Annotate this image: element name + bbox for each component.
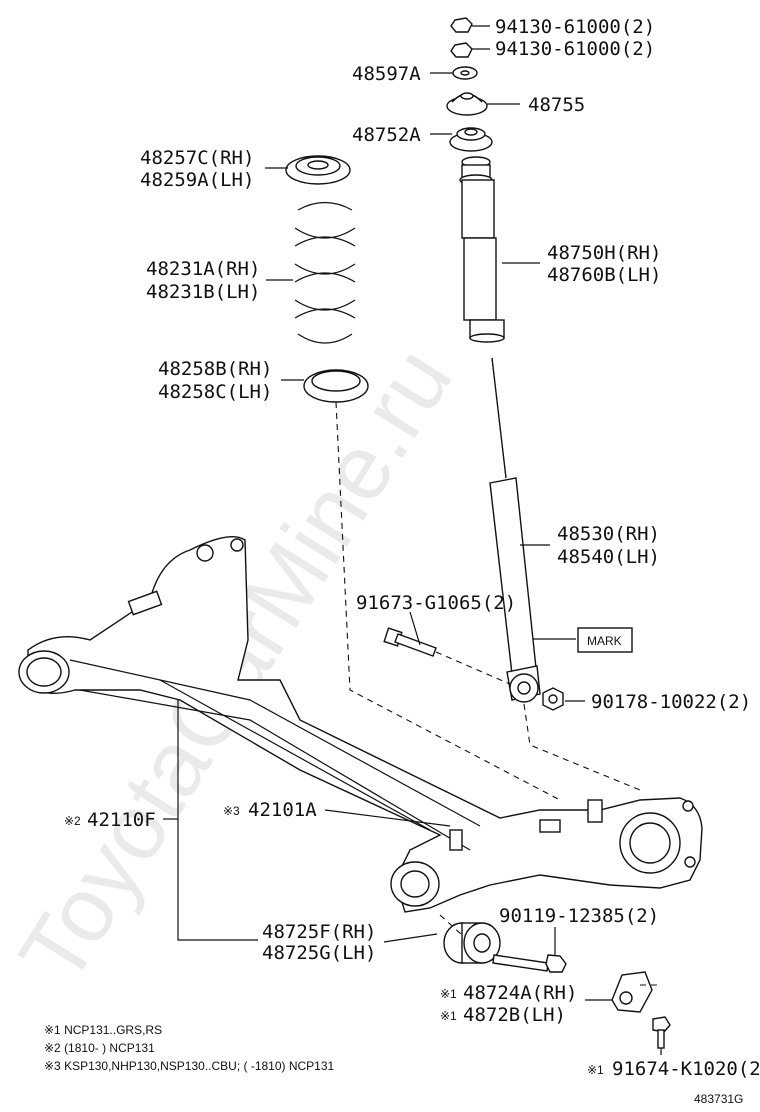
height-sensor-bracket [585,971,671,1055]
label-absorber-lh: 48540(LH) [557,546,660,568]
label-spring-lh: 48231B(LH) [146,281,260,303]
mark-box [577,627,633,653]
label-nut-top-2: 94130-61000(2) [495,38,655,60]
label-bracket-lh: 4872B(LH) [463,1004,566,1026]
rear-axle-beam [18,536,703,941]
label-upper-seat-rh: 48257C(RH) [140,147,254,169]
note-3: ※3 KSP130,NHP130,NSP130..CBU; ( -1810) N… [44,1059,335,1073]
label-bracket-mark-2: ※1 [440,1009,457,1023]
label-lower-seat-rh: 48258B(RH) [158,358,272,380]
washer [430,66,478,80]
label-upper-seat-lh: 48259A(LH) [140,169,254,191]
cushion [446,92,520,116]
label-axle-mark: ※3 [223,804,240,818]
nut-top-2 [450,42,490,58]
mark-label: MARK [587,634,622,648]
label-support: 48752A [352,124,421,146]
label-washer: 48597A [352,63,421,85]
figure-code: 483731G [694,1092,743,1106]
label-nut-top-1: 94130-61000(2) [495,16,655,38]
label-bush-bolt: 90119-12385(2) [499,905,659,927]
label-bumper-rh: 48750H(RH) [547,242,661,264]
label-axle: 42101A [248,799,317,821]
label-beam-mark: ※2 [64,814,81,828]
bushing-bolt [492,927,567,973]
label-bracket-mark-1: ※1 [440,987,457,1001]
upper-spring-seat [265,155,351,185]
lower-spring-seat [281,369,369,403]
label-bracket-rh: 48724A(RH) [463,982,577,1004]
support [430,127,493,152]
label-lower-seat-lh: 48258C(LH) [158,381,272,403]
label-nut-lower: 90178-10022(2) [591,691,751,713]
coil-spring [266,201,356,344]
label-bracket-bolt: 91674-K1020(2) [612,1058,760,1080]
nut-top-1 [450,17,490,33]
label-beam: 42110F [87,809,156,831]
lower-bolt [383,611,511,685]
label-absorber-rh: 48530(RH) [557,523,660,545]
label-cushion: 48755 [528,94,585,116]
note-1: ※1 NCP131..GRS,RS [44,1023,162,1037]
shock-absorber [489,357,576,703]
spring-leader [335,401,561,801]
note-2: ※2 (1810- ) NCP131 [44,1041,155,1055]
label-bolt-lower: 91673-G1065(2) [356,592,516,614]
label-bumper-lh: 48760B(LH) [547,264,661,286]
label-bracket-bolt-mark: ※1 [587,1063,604,1077]
axle-bushing [383,914,501,964]
absorber-leader [523,703,641,791]
bump-stopper [459,156,540,343]
label-bush-rh: 48725F(RH) [262,921,376,943]
lower-nut [542,687,585,711]
label-bush-lh: 48725G(LH) [262,942,376,964]
label-spring-rh: 48231A(RH) [146,258,260,280]
